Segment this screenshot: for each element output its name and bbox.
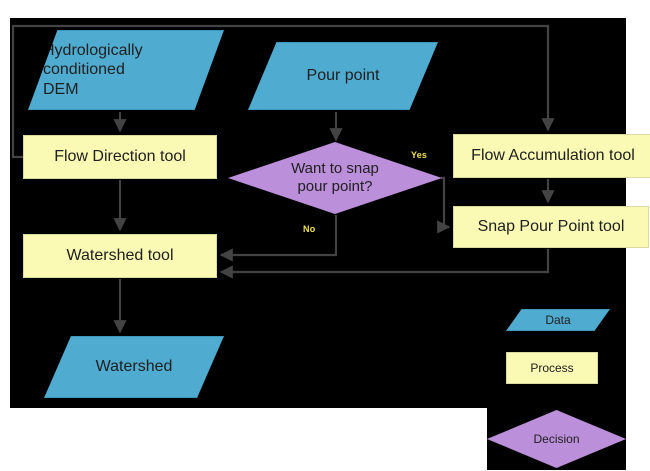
node-flow-direction-tool[interactable]: Flow Direction tool xyxy=(23,135,217,179)
node-snap-pour-point-tool[interactable]: Snap Pour Point tool xyxy=(453,206,649,248)
node-flow-accumulation-tool[interactable]: Flow Accumulation tool xyxy=(453,134,650,178)
edge-label-yes: Yes xyxy=(411,150,428,160)
node-watershed[interactable]: Watershed xyxy=(44,336,224,398)
node-pour-point[interactable]: Pour point xyxy=(248,42,438,110)
node-watershed-tool[interactable]: Watershed tool xyxy=(23,234,217,278)
edge-decision-yes-to-snap xyxy=(437,176,451,234)
edge-loop-to-flowaccumulation xyxy=(11,24,555,159)
edge-decision-no-to-watershedtool xyxy=(219,215,338,262)
legend-item-process: Process xyxy=(506,352,598,384)
node-hydrologically-conditioned-dem[interactable]: Hydrologically conditioned DEM xyxy=(28,30,224,110)
legend-item-data: Data xyxy=(506,309,610,331)
edge-label-no: No xyxy=(303,224,316,234)
edge-snap-to-watershedtool xyxy=(219,249,550,279)
